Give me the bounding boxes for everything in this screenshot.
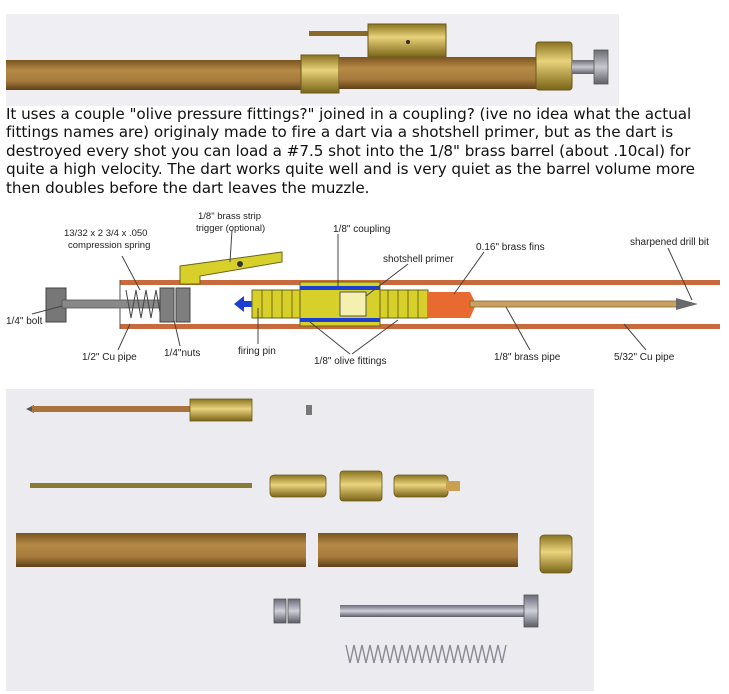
label-primer: shotshell primer bbox=[383, 254, 454, 265]
label-nuts: 1/4"nuts bbox=[164, 348, 200, 359]
primer-shape bbox=[339, 291, 367, 317]
brass-barrel bbox=[469, 300, 683, 308]
label-coupling: 1/8" coupling bbox=[333, 224, 390, 235]
label-trigger-1: 1/8" brass strip bbox=[198, 211, 261, 222]
parts-layout-photo bbox=[6, 389, 594, 691]
label-firing-pin: firing pin bbox=[238, 346, 276, 357]
label-cu-pipe-small: 5/32" Cu pipe bbox=[614, 352, 675, 363]
label-drill-bit: sharpened drill bit bbox=[630, 237, 709, 248]
drill-bit-shape bbox=[676, 298, 698, 310]
label-brass-pipe: 1/8" brass pipe bbox=[494, 352, 561, 363]
label-trigger-2: trigger (optional) bbox=[196, 223, 265, 234]
description-text: It uses a couple "olive pressure fitting… bbox=[6, 105, 695, 197]
fins-shape bbox=[428, 292, 476, 318]
label-olive-fittings: 1/8" olive fittings bbox=[314, 356, 386, 367]
bolt-shape bbox=[45, 287, 173, 323]
label-fins: 0.16" brass fins bbox=[476, 242, 545, 253]
label-bolt: 1/4" bolt bbox=[6, 316, 43, 327]
nuts-shape bbox=[159, 287, 191, 323]
assembled-device-photo bbox=[6, 14, 619, 106]
label-spring-2: compression spring bbox=[68, 240, 150, 251]
compression-spring bbox=[125, 289, 167, 319]
label-cu-pipe-half: 1/2" Cu pipe bbox=[82, 352, 137, 363]
trigger-strip bbox=[179, 251, 283, 285]
dart-gun-diagram: 13/32 x 2 3/4 x .050 compression spring … bbox=[6, 211, 720, 367]
label-spring-1: 13/32 x 2 3/4 x .050 bbox=[64, 228, 147, 239]
brass-fittings bbox=[251, 281, 429, 327]
